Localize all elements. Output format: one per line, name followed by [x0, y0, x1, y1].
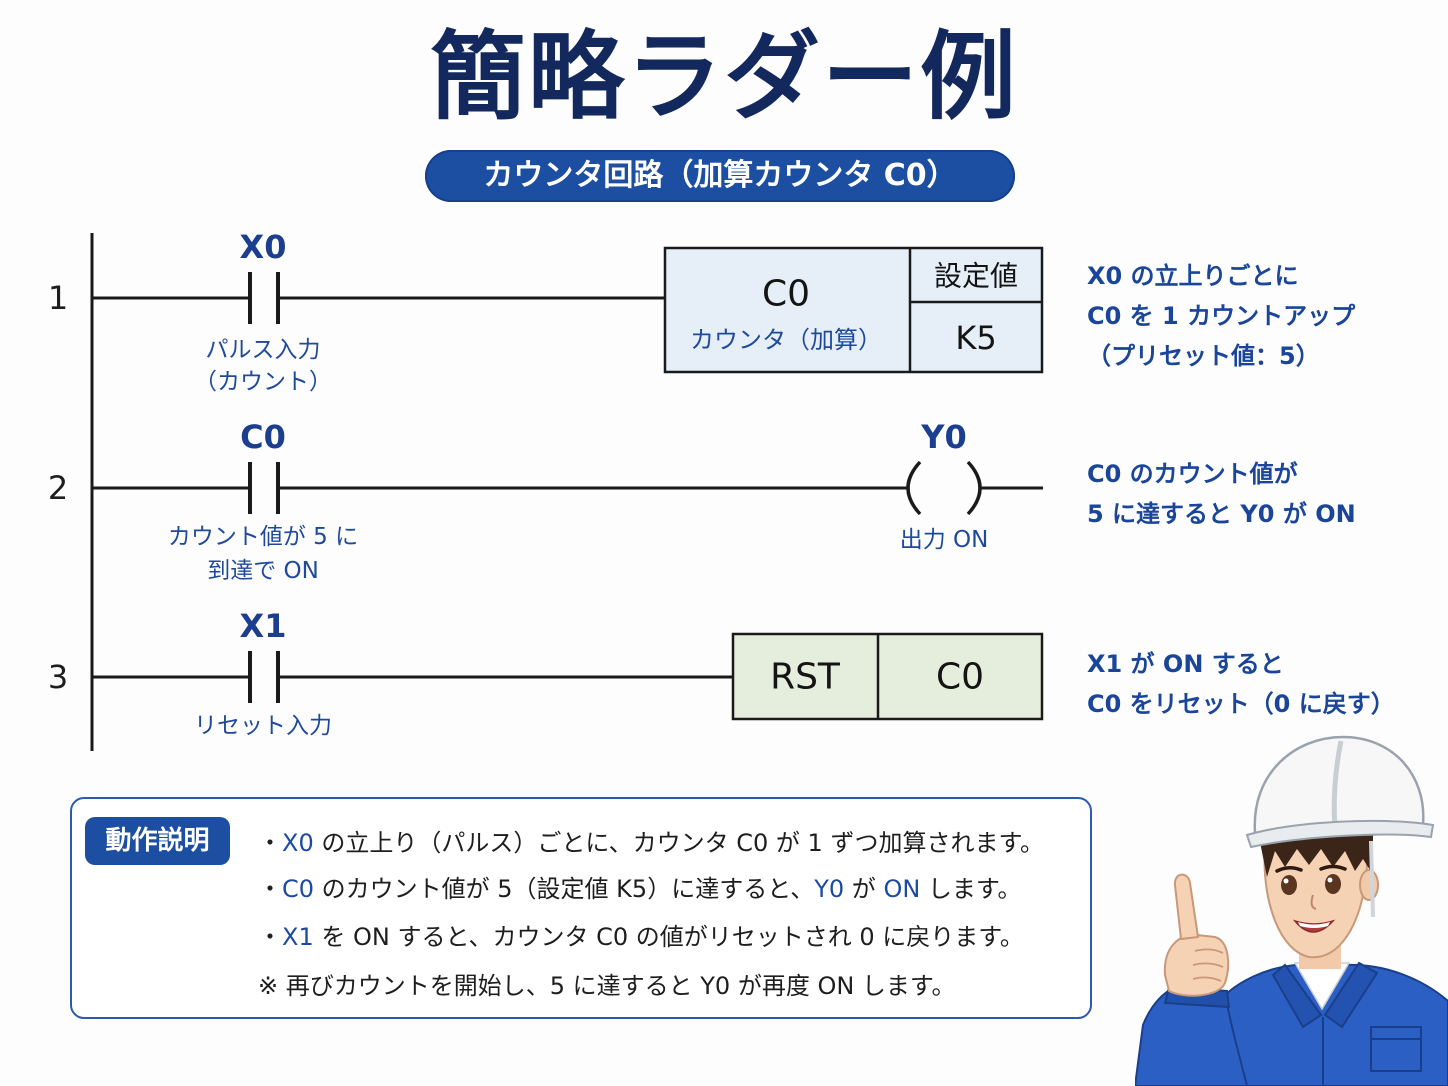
eyebrow-right [1319, 864, 1347, 871]
explanation-line: ・C0 のカウント値が 5（設定値 K5）に達すると、Y0 が ON します。 [258, 869, 1022, 909]
reset-target: C0 [936, 657, 984, 698]
ear [1359, 869, 1379, 901]
helmet-dome [1253, 735, 1425, 835]
counter-name: C0 [762, 274, 810, 315]
subtitle-badge: カウンタ回路（加算カウンタ C0） [425, 150, 1015, 202]
contact-label: C0 [240, 418, 286, 456]
rung-note: X0 の立上りごとに [1087, 262, 1299, 290]
highlight-term: C0 [282, 875, 315, 903]
eyebrow-left [1275, 866, 1303, 873]
index-finger [1173, 873, 1200, 941]
explanation-text: を ON すると、カウンタ C0 の値がリセットされ 0 に戻ります。 [313, 923, 1024, 951]
highlight-term: Y0 [814, 875, 845, 903]
eye-left [1281, 875, 1297, 895]
explanation-badge: 動作説明 [85, 817, 230, 865]
rung-note: C0 を 1 カウントアップ [1087, 302, 1356, 330]
explanation-text: のカウント値が 5（設定値 K5）に達すると、 [314, 875, 815, 903]
page-title: 簡略ラダー例 [430, 21, 1018, 133]
counter-box: C0 カウンタ（加算） 設定値 K5 [663, 246, 1044, 374]
rung-number: 3 [48, 658, 68, 696]
contact-label: X1 [240, 607, 287, 645]
bullet: ・ [258, 829, 282, 857]
explanation-line: ・X0 の立上り（パルス）ごとに、カウンタ C0 が 1 ずつ加算されます。 [258, 823, 1044, 863]
highlight-term: X0 [282, 829, 314, 857]
bullet: ・ [258, 875, 282, 903]
rung-note: C0 のカウント値が [1087, 460, 1298, 488]
reset-box-frame [731, 632, 1044, 721]
bullet: ・ [258, 923, 282, 951]
explanation-text: します。 [920, 875, 1022, 903]
explanation-text: ※ 再びカウントを開始し、5 に達すると Y0 が再度 ON します。 [258, 972, 956, 1000]
explanation-line: ・X1 を ON すると、カウンタ C0 の値がリセットされ 0 に戻ります。 [258, 917, 1024, 957]
coil-label: Y0 [920, 418, 966, 456]
rung-note: C0 をリセット（0 に戻す） [1087, 690, 1395, 718]
engineer-pointing-up-icon [1135, 735, 1448, 1086]
explanation-panel: 動作説明 ・X0 の立上り（パルス）ごとに、カウンタ C0 が 1 ずつ加算され… [70, 797, 1092, 1019]
explanation-text: の立上り（パルス）ごとに、カウンタ C0 が 1 ずつ加算されます。 [313, 829, 1045, 857]
counter-setting-value: K5 [955, 319, 996, 357]
coil-y0-right-arc [966, 460, 982, 516]
chest-pocket [1370, 1026, 1422, 1072]
rung-number: 2 [48, 469, 68, 507]
explanation-note-line: ※ 再びカウントを開始し、5 に達すると Y0 が再度 ON します。 [258, 966, 956, 1006]
counter-setting-label: 設定値 [934, 260, 1018, 293]
contact-caption: リセット入力 [194, 713, 332, 739]
helmet-brim [1245, 819, 1435, 849]
contact-caption: カウント値が 5 に [168, 524, 358, 550]
highlight-term: X1 [282, 923, 314, 951]
nose [1310, 894, 1317, 910]
helmet-ridge [1331, 740, 1344, 830]
teeth [1298, 922, 1330, 928]
rung-note: 5 に達すると Y0 が ON [1087, 500, 1356, 528]
hair [1259, 833, 1373, 877]
rung-number: 1 [48, 279, 68, 317]
rung-note: X1 が ON すると [1087, 650, 1284, 678]
coil-caption: 出力 ON [900, 527, 989, 553]
rung-note: （プリセット値：5） [1087, 342, 1320, 370]
coil-y0-left-arc [906, 460, 922, 516]
eye-right [1325, 874, 1341, 894]
explanation-text: が [844, 875, 884, 903]
finger-crease [1192, 948, 1224, 982]
contact-label: X0 [240, 228, 287, 266]
eye-highlight [1283, 878, 1289, 884]
counter-kind: カウンタ（加算） [690, 326, 882, 354]
eye-highlight [1327, 877, 1333, 883]
highlight-term: ON [883, 875, 921, 903]
collar-right [1323, 961, 1379, 1029]
helmet-strap [1369, 840, 1375, 918]
contact-caption: パルス入力 [206, 337, 321, 363]
collar-left [1271, 963, 1323, 1029]
reset-instruction: RST [770, 657, 841, 698]
reset-box: RST C0 [731, 632, 1044, 721]
contact-caption: 到達で ON [207, 558, 319, 584]
counter-box-frame [663, 246, 1044, 374]
contact-caption: （カウント） [194, 369, 332, 395]
